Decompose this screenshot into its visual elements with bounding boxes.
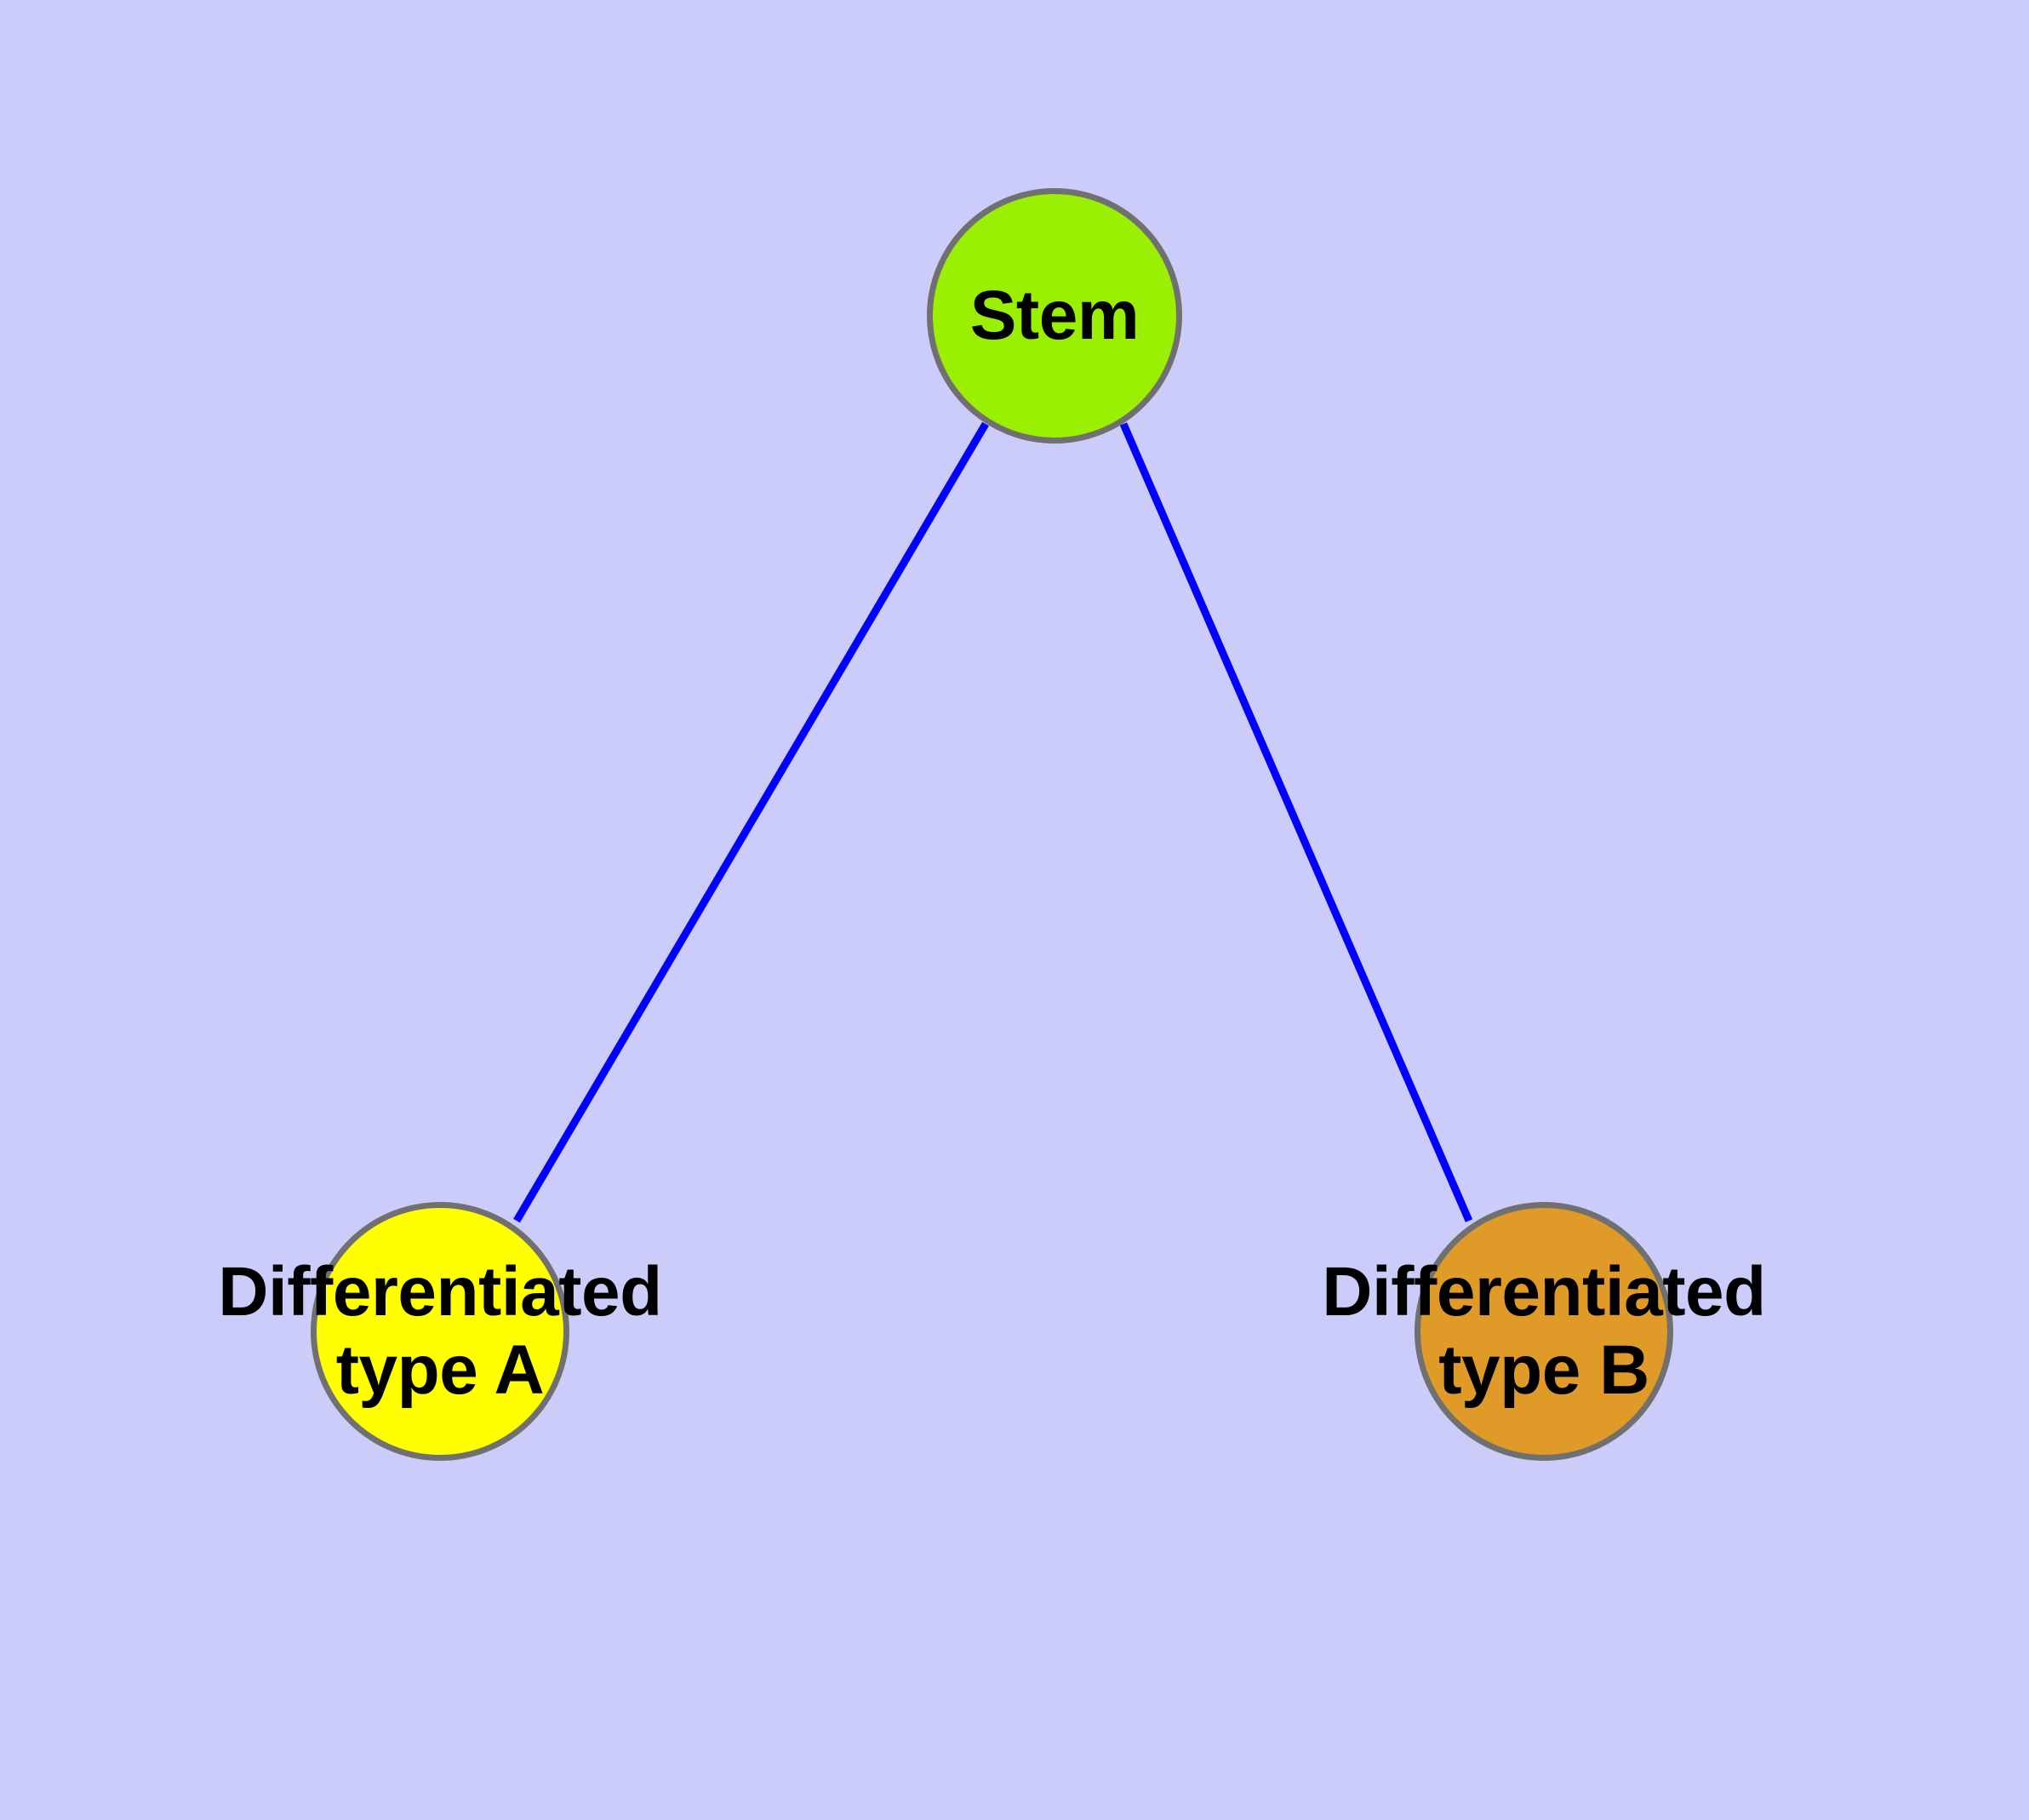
graph-node-differentiated-type-a[interactable]	[311, 1202, 569, 1461]
graph-node-differentiated-type-b[interactable]	[1415, 1202, 1673, 1461]
edge-stem-to-type-a	[513, 421, 989, 1223]
graph-node-stem[interactable]	[927, 188, 1182, 444]
edge-stem-to-type-b	[1119, 422, 1473, 1222]
